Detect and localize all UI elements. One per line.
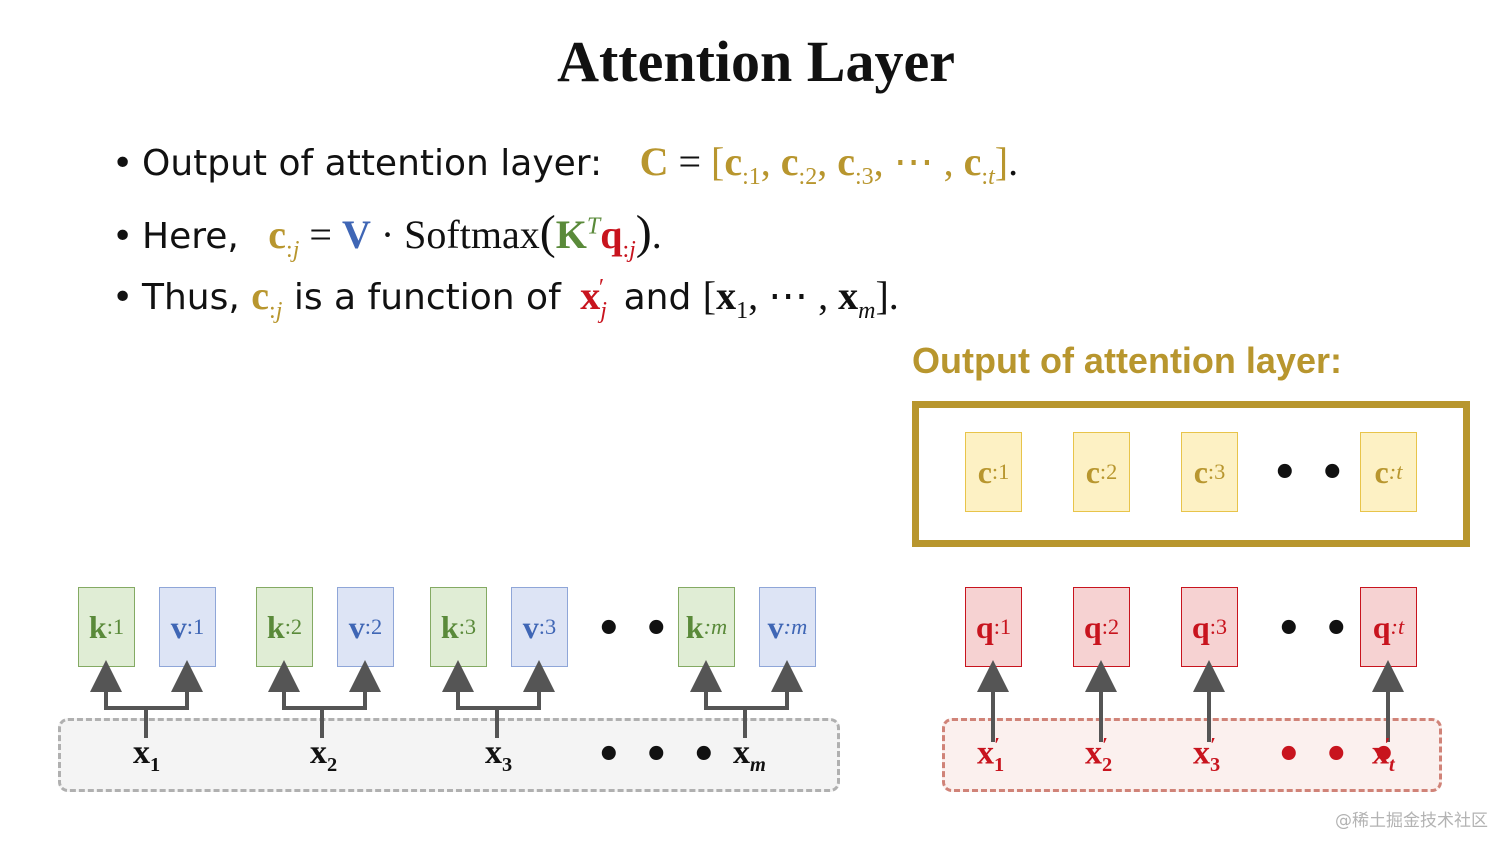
formula-xj-prime: xj′ bbox=[580, 273, 607, 324]
encoder-input-x: x1 bbox=[133, 734, 161, 776]
bullet-thus: •Thus, c:j is a function of xj′ and [x1,… bbox=[112, 272, 899, 325]
key-cell: k:m bbox=[678, 587, 735, 667]
encoder-input-x: x2 bbox=[310, 734, 338, 776]
value-cell: v:1 bbox=[159, 587, 216, 667]
bullet-here: •Here, c:j = V · Softmax(KTq:j). bbox=[112, 205, 662, 264]
key-cell: k:2 bbox=[256, 587, 313, 667]
decoder-input-ellipsis: • • • bbox=[1276, 732, 1401, 778]
query-cell: q:3 bbox=[1181, 587, 1238, 667]
context-cell: c:2 bbox=[1073, 432, 1130, 512]
decoder-input-x-prime: x1′ bbox=[977, 734, 1005, 777]
value-cell: v:3 bbox=[511, 587, 568, 667]
key-cell: k:1 bbox=[78, 587, 135, 667]
formula-softmax: c:j = V · Softmax(KTq:j). bbox=[268, 206, 662, 263]
formula-x-list: [x1, ⋯ , xm]. bbox=[702, 273, 899, 324]
query-cell: q:1 bbox=[965, 587, 1022, 667]
output-panel-title: Output of attention layer: bbox=[912, 340, 1342, 381]
watermark: @稀土掘金技术社区 bbox=[1335, 811, 1488, 831]
value-cell: v:m bbox=[759, 587, 816, 667]
decoder-input-frame bbox=[942, 718, 1442, 792]
query-cell: q:t bbox=[1360, 587, 1417, 667]
bullet-output-text: Output of attention layer: bbox=[142, 143, 603, 184]
context-cell: c:3 bbox=[1181, 432, 1238, 512]
bullet-here-text: Here, bbox=[142, 216, 239, 257]
bullet-dot: • bbox=[112, 277, 134, 318]
formula-cj: c:j bbox=[251, 273, 283, 324]
context-cell: c:1 bbox=[965, 432, 1022, 512]
formula-c-definition: C = [c:1, c:2, c:3, ⋯ , c:t]. bbox=[639, 139, 1019, 190]
decoder-input-x-prime: xt′ bbox=[1372, 734, 1395, 777]
bullet-dot: • bbox=[112, 143, 134, 184]
encoder-input-ellipsis: • • • bbox=[596, 732, 721, 778]
decoder-input-x-prime: x3′ bbox=[1193, 734, 1221, 777]
bullet-thus-text-2: is a function of bbox=[293, 277, 561, 318]
slide-title: Attention Layer bbox=[557, 29, 955, 94]
key-cell: k:3 bbox=[430, 587, 487, 667]
output-panel-frame bbox=[912, 401, 1470, 547]
value-cell: v:2 bbox=[337, 587, 394, 667]
bullet-dot: • bbox=[112, 216, 134, 257]
context-cell: c:t bbox=[1360, 432, 1417, 512]
decoder-input-x-prime: x2′ bbox=[1085, 734, 1113, 777]
bullet-thus-text-3: and bbox=[623, 277, 692, 318]
encoder-input-frame bbox=[58, 718, 840, 792]
encoder-input-x: x3 bbox=[485, 734, 513, 776]
encoder-input-x: xm bbox=[733, 734, 766, 776]
bullet-thus-text-1: Thus, bbox=[142, 277, 240, 318]
bullet-output: •Output of attention layer: C = [c:1, c:… bbox=[112, 138, 1018, 191]
